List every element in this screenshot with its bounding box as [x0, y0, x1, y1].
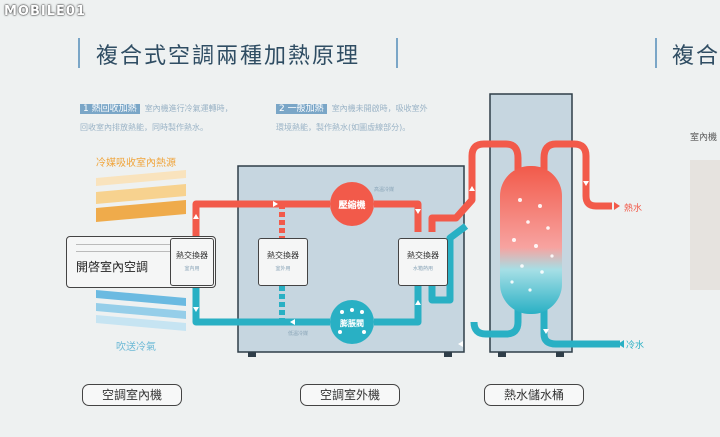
hx-indoor: 熱交換器 室內用: [170, 238, 214, 286]
cold-refrigerant-pipe: [192, 223, 620, 348]
right-partial-label: 室內機: [690, 133, 718, 143]
hx-outdoor: 熱交換器 室外用: [258, 238, 308, 286]
expansion-dots-icon: [338, 308, 366, 334]
hot-water-label: 熱水: [624, 204, 643, 214]
tank-foot-right: [556, 352, 564, 357]
title-bar-right: [396, 38, 398, 68]
bubbles-icon: [510, 198, 554, 292]
hot-water-arrow-icon: [614, 202, 620, 210]
heat-chevrons-icon: [96, 170, 186, 222]
compressor-label: 壓縮機: [338, 201, 366, 211]
title-bar-left-2: [655, 38, 657, 68]
cold-water-label: 冷水: [626, 341, 645, 351]
mode2-desc1: 室內機未開啟時，吸收室外: [331, 104, 428, 113]
expansion-label: 膨脹閥: [340, 319, 364, 328]
outdoor-unit-label: 空調室外機: [300, 384, 400, 406]
mode1-desc2: 回收室內排放熱能，同時製作熱水。: [80, 123, 208, 132]
absorb-heat-label: 冷媒吸收室內熱源: [96, 158, 176, 169]
indoor-unit-label: 空調室內機: [82, 384, 182, 406]
indoor-unit-vents: [76, 244, 171, 252]
hx-indoor-label: 熱交換器: [176, 251, 208, 260]
mode1-desc1: 室內機進行冷氣運轉時，: [144, 104, 233, 113]
mode1-tag: 1 熱回收加熱: [80, 104, 140, 114]
outdoor-foot-right: [444, 352, 452, 357]
page-title-right: 複合: [672, 44, 720, 69]
cold-water-arrow-icon: [618, 340, 624, 348]
mode2-note: 2 一般加熱 室內機未開啟時，吸收室外 環境熱能，製作熱水(如圖虛線部分)。: [276, 96, 428, 134]
compressor-icon: [330, 182, 374, 226]
hx-water-label: 熱交換器: [407, 251, 439, 260]
page-title: 複合式空調兩種加熱原理: [96, 44, 361, 69]
hx-indoor-sub: 室內用: [184, 266, 200, 272]
outdoor-foot-left: [248, 352, 256, 357]
hx-water-sub: 水箱熱用: [412, 266, 433, 272]
tank-foot-left: [498, 352, 506, 357]
flow-arrows-icon: [193, 181, 589, 347]
site-logo: MOBILE01: [4, 4, 86, 19]
right-faded-panel: [690, 160, 720, 290]
mode2-desc2: 環境熱能，製作熱水(如圖虛線部分)。: [276, 123, 411, 132]
cold-chevrons-icon: [96, 290, 186, 331]
indoor-running-label: 開啓室內空調: [76, 260, 149, 274]
mode1-note: 1 熱回收加熱 室內機進行冷氣運轉時， 回收室內排放熱能，同時製作熱水。: [80, 96, 233, 134]
mode2-tag: 2 一般加熱: [276, 104, 327, 114]
blow-cold-label: 吹送冷氣: [116, 342, 156, 353]
tiny-top-label: 高溫冷媒: [374, 187, 395, 193]
hx-outdoor-label: 熱交換器: [267, 251, 299, 260]
title-bar-left: [78, 38, 80, 68]
hx-outdoor-sub: 室外用: [275, 266, 291, 272]
tank-unit-label: 熱水儲水桶: [484, 384, 584, 406]
tiny-bottom-label: 低溫冷媒: [288, 331, 309, 337]
hot-water-vessel: [500, 166, 562, 314]
hx-water: 熱交換器 水箱熱用: [398, 238, 448, 286]
